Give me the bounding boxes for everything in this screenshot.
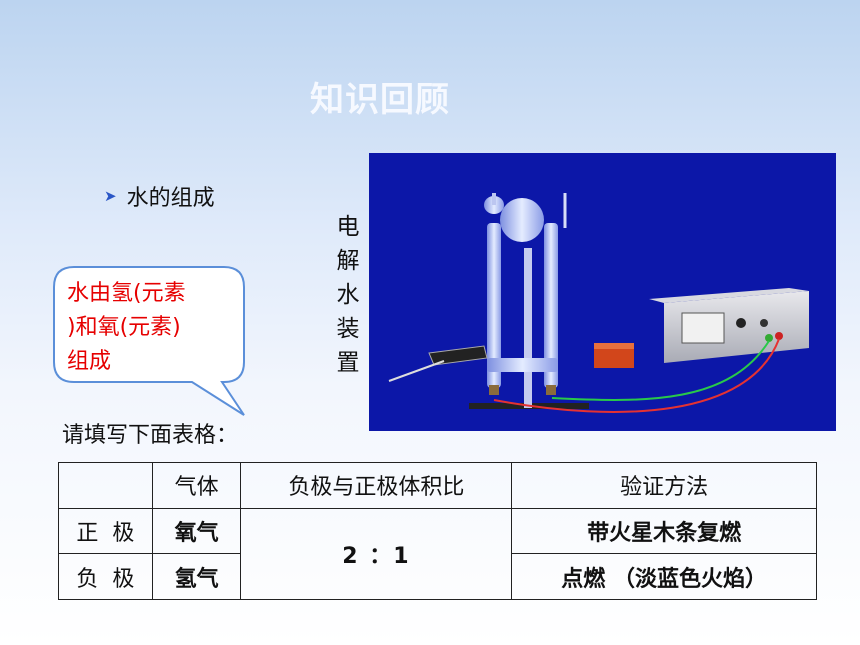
ratio-cell: 2 ：1 [240,507,513,601]
slide-title: 知识回顾 [310,80,450,120]
bubble-line: 水由氢(元素 [67,281,186,306]
arrow-bullet-icon: ➤ [104,187,117,205]
prompt-text: 请填写下面表格： [62,423,239,448]
header-gas: 气体 [151,462,242,509]
row-label: 负 极 [58,553,153,600]
table-row: 负 极 氢气 点燃 （淡蓝色火焰） [58,553,817,600]
header-method: 验证方法 [511,462,817,509]
label-char: 置 [336,350,360,376]
header-empty [58,462,153,509]
gas-cell: 氧气 [151,507,242,555]
row-label: 正 极 [58,507,153,555]
label-char: 水 [336,282,360,308]
bubble-line: )和氧(元素) [67,315,181,340]
bubble-line: 组成 [67,349,112,374]
method-cell: 点燃 （淡蓝色火焰） [511,553,817,600]
electrolysis-apparatus-image [369,153,836,431]
method-cell: 带火星木条复燃 [511,507,817,555]
bubble-text: 水由氢(元素 )和氧(元素) 组成 [67,277,232,379]
table-row: 正 极 氧气 2 ：1 带火星木条复燃 [58,507,817,601]
speech-bubble: 水由氢(元素 )和氧(元素) 组成 [52,265,302,435]
bullet-text: 水的组成 [126,186,215,211]
speech-bubble-shape [53,266,245,416]
bullet-item: ➤ 水的组成 [104,180,215,212]
label-char: 装 [336,316,360,342]
label-char: 解 [336,248,360,274]
apparatus-label: 电 解 水 装 置 [335,210,361,380]
header-ratio: 负极与正极体积比 [240,462,513,509]
label-char: 电 [336,214,360,240]
apparatus-illustration [388,193,809,413]
results-table: 气体 负极与正极体积比 验证方法 正 极 氧气 2 ：1 带火星木条复燃 负 极… [58,462,817,601]
gas-cell: 氢气 [151,553,242,600]
table-header-row: 气体 负极与正极体积比 验证方法 [58,462,817,509]
